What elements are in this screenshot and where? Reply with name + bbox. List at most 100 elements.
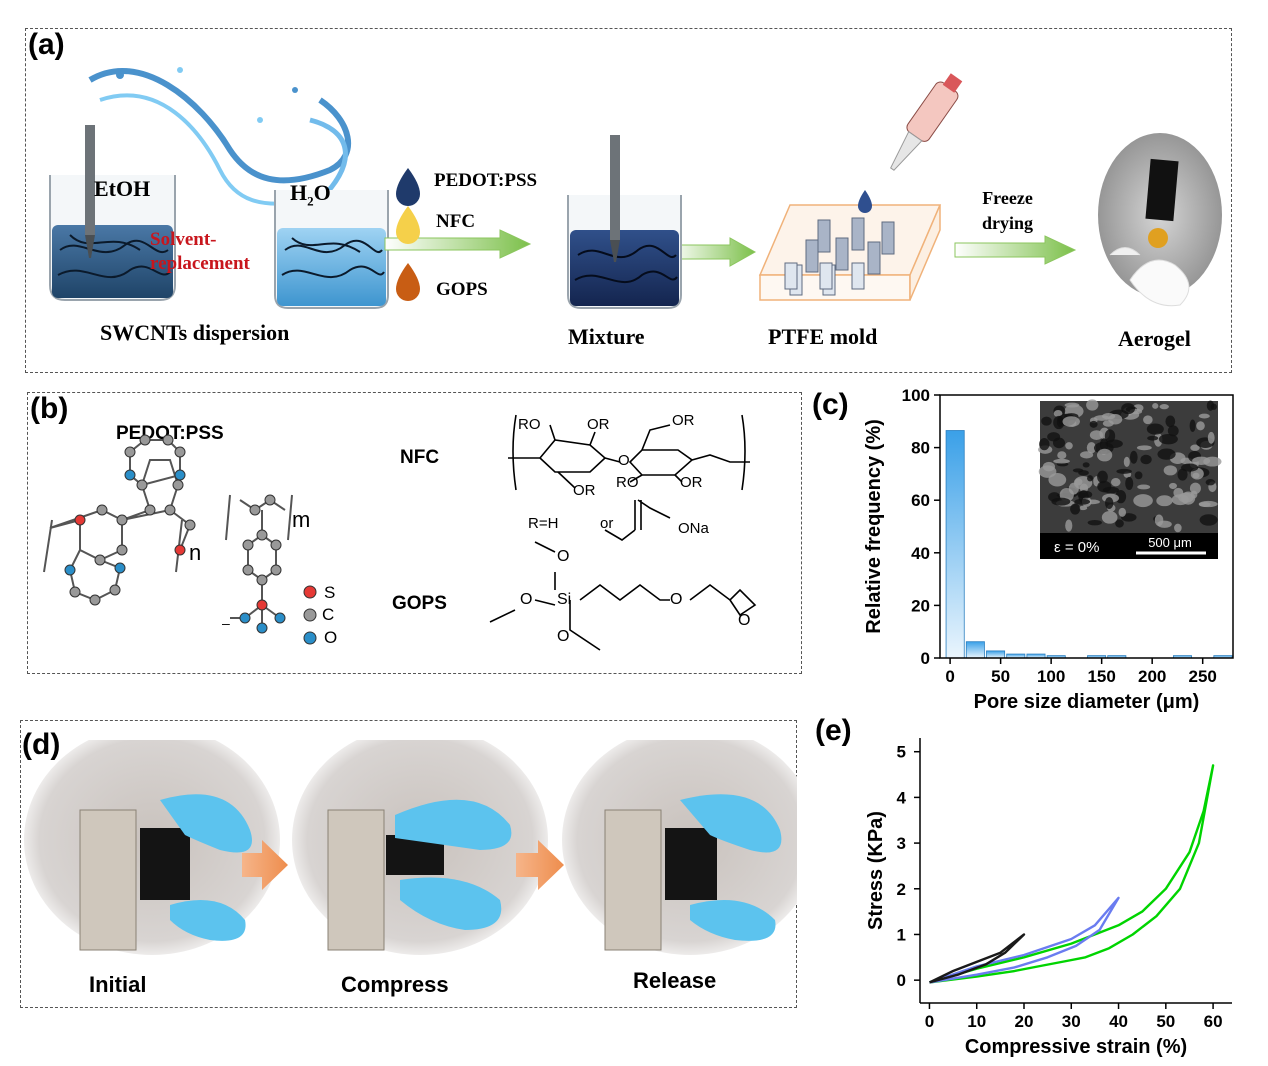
arrow-right-1 [242,840,288,890]
inset-caption-bar [1040,533,1218,559]
sem-pore [1110,477,1121,487]
y-tick-label: 0 [897,971,906,990]
pedot-n: n [189,540,202,565]
sem-pore [1133,494,1153,508]
gops-o-chain: O [670,591,683,608]
x-tick-label: 200 [1138,667,1166,686]
sem-pore [1123,456,1130,467]
h2o-h: H [290,180,308,205]
sem-pore [1086,442,1097,454]
sem-pore [1165,415,1176,428]
sem-pore [1177,468,1188,481]
sem-pore [1042,461,1056,472]
x-tick-label: 150 [1087,667,1115,686]
ptfe-mold [758,73,963,301]
etoh-label: EtOH [94,176,151,201]
sem-pore [1093,415,1110,421]
sem-pore [1205,479,1216,486]
x-tick-label: 50 [991,667,1010,686]
gops-o-top: O [557,548,570,565]
x-tick-label: 30 [1062,1012,1081,1031]
sem-pore [1053,458,1070,464]
aerogel-photo [1098,133,1222,307]
sem-pore [1167,425,1179,437]
sem-pore [1108,414,1123,425]
sem-pore [1192,456,1211,465]
beaker-etoh [49,125,176,301]
sem-pore [1171,494,1189,506]
panel-e-label: (e) [815,714,852,747]
water-splash [88,67,351,206]
bar [965,641,985,659]
sem-pore [1136,445,1152,451]
plot-frame [939,394,1234,659]
sem-pore [1121,403,1136,415]
legend-s: S [324,583,336,602]
x-tick-label: 0 [925,1012,934,1031]
x-tick-label: 20 [1015,1012,1034,1031]
sem-pore [1087,519,1102,526]
y-tick-label: 4 [897,788,907,807]
nfc-title: NFC [400,447,440,468]
legend-c: C [322,605,335,624]
gops-o-epoxide: O [738,612,751,629]
y-axis-label: Stress (KPa) [865,811,887,930]
y-tick-label: 100 [902,386,930,405]
svg-text:–: – [222,615,230,631]
sem-pore [1140,454,1152,465]
pipette-icon [890,73,963,171]
nfc-o: O [618,452,630,469]
sem-pore [1089,430,1104,440]
sem-pore [1057,451,1067,460]
sem-pore [1156,495,1173,507]
solvent-line1: Solvent- [150,229,217,250]
sem-pore [1198,413,1210,419]
sem-pore [1190,444,1200,451]
nfc-drop-icon [396,206,420,244]
x-tick-label: 40 [1109,1012,1128,1031]
sem-pore [1147,435,1159,441]
sem-pore [1097,470,1108,484]
hysteresis-loop [929,764,1215,984]
pedot-pss-label: PEDOT:PSS [434,170,538,191]
y-tick-label: 2 [897,880,906,899]
y-tick-label: 40 [911,544,930,563]
hysteresis-loop [928,933,1026,984]
sem-pore [1051,497,1071,506]
sem-pore [1097,448,1113,462]
sem-pore [1074,478,1083,486]
freeze-drying-label: Freeze drying [982,186,1033,236]
compression-photos [24,740,797,955]
sem-pore [1041,416,1052,426]
y-tick-label: 3 [897,834,906,853]
sem-pore [1198,500,1218,508]
sem-pore [1104,429,1116,443]
bar [945,430,965,659]
sem-pore [1189,419,1196,432]
sem-pore [1115,519,1124,528]
y-tick-label: 1 [897,925,906,944]
photo-initial [24,740,280,955]
x-tick-label: 50 [1156,1012,1175,1031]
x-axis-label: Pore size diameter (μm) [974,691,1200,713]
y-axis-label: Relative frequency (%) [863,419,885,634]
inset-strain-label: ε = 0% [1054,539,1099,556]
freeze-line1: Freeze [982,188,1033,208]
panel-b-label: (b) [30,392,69,425]
x-tick-label: 10 [967,1012,986,1031]
y-tick-label: 5 [897,743,906,762]
sem-pore [1047,432,1061,442]
release-label: Release [633,968,717,993]
sem-pore [1154,432,1163,447]
sem-pore [1169,482,1177,490]
sem-pore [1189,482,1201,495]
pedot-drop-icon [396,168,420,206]
sem-pore [1143,415,1153,425]
compress-label: Compress [341,972,449,997]
y-tick-label: 60 [911,491,930,510]
gops-drop-icon [396,263,420,301]
h2o-label: H2O [290,180,331,209]
y-tick-label: 80 [911,439,930,458]
r-definition: R=H [528,515,559,532]
h2o-sub: 2 [307,193,314,209]
